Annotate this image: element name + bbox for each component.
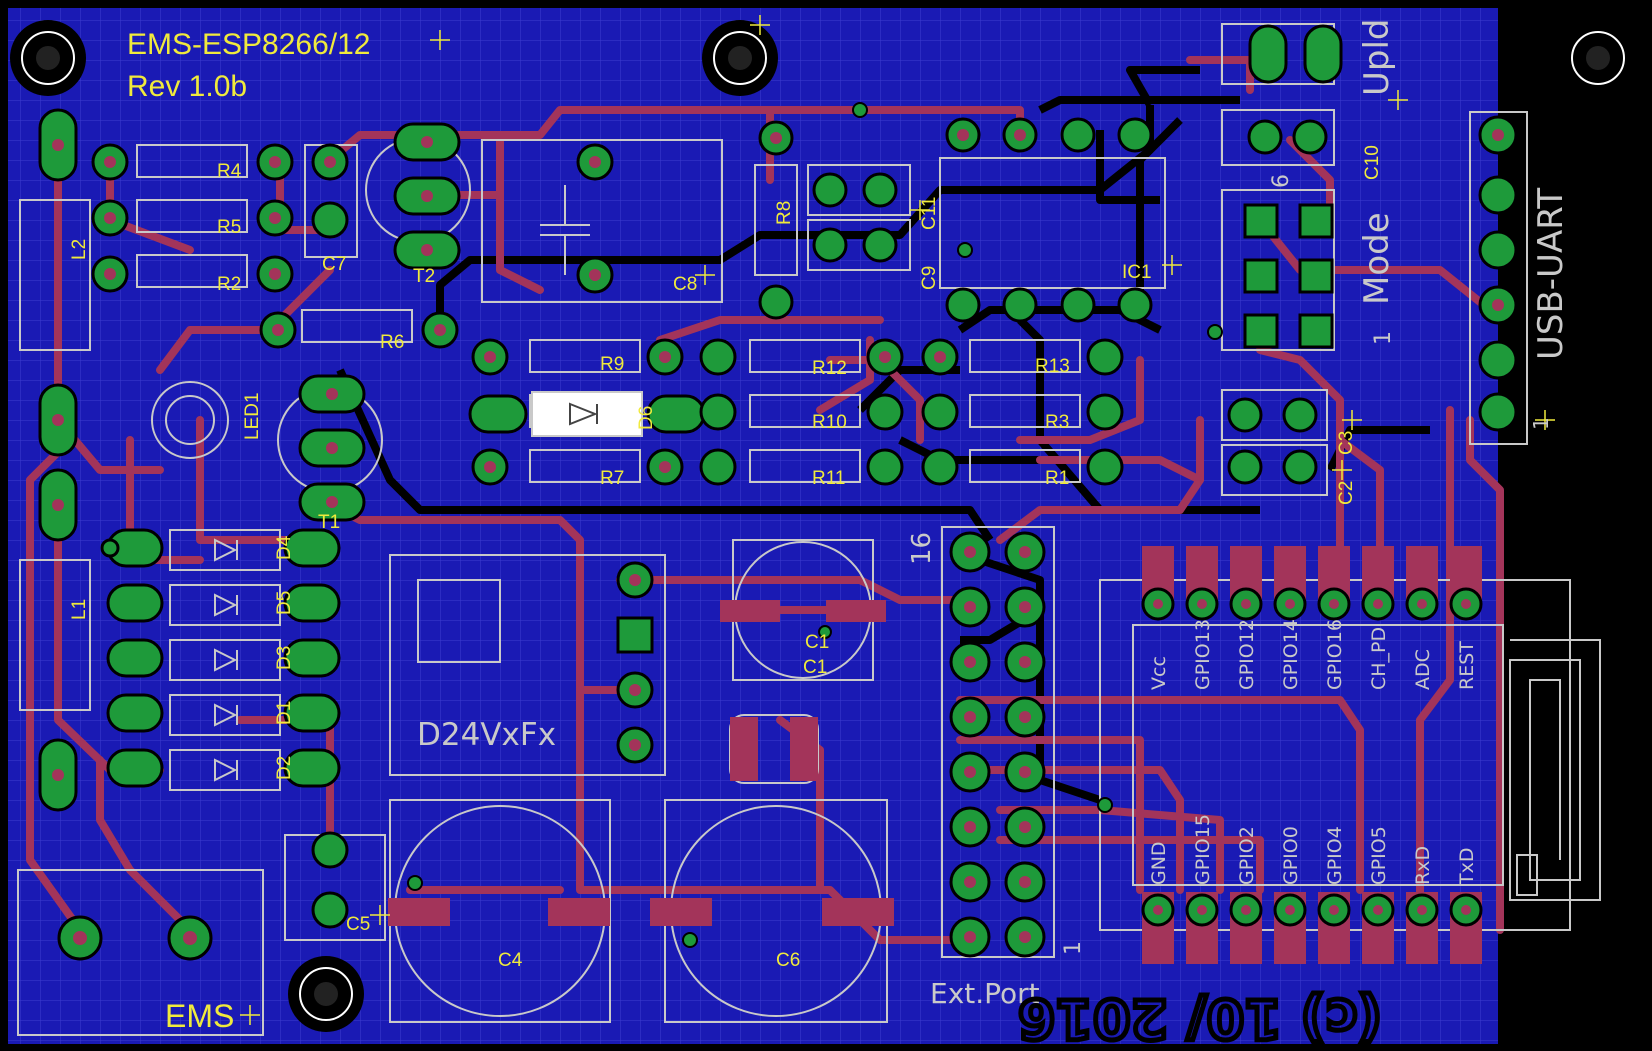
esp-pin-bottom-label: TxD [1456, 848, 1478, 886]
label-l1: L1 [69, 599, 90, 620]
label-r12: R12 [812, 358, 847, 379]
label-t1: T1 [318, 512, 340, 533]
pin-6-label: 6 [1269, 174, 1294, 188]
label-r2: R2 [217, 274, 241, 295]
label-c10: C10 [1362, 145, 1383, 180]
pin-16-label: 16 [907, 532, 937, 565]
smd-pads [388, 600, 894, 926]
label-t2: T2 [413, 266, 435, 287]
esp-pin-bottom-label: GPIO4 [1324, 826, 1346, 885]
label-c7: C7 [322, 254, 346, 275]
label-r6: R6 [380, 332, 404, 353]
copyright-label: (c) 10/ 2016 [1018, 987, 1382, 1050]
label-c8: C8 [673, 274, 697, 295]
round-pads [57, 115, 1518, 961]
label-r3: R3 [1045, 412, 1069, 433]
esp-pin-top-label: ADC [1412, 649, 1434, 690]
label-d4: D4 [274, 535, 295, 560]
label-ic1: IC1 [1122, 262, 1152, 283]
label-d6: D6 [636, 406, 657, 430]
label-c9: C9 [919, 266, 940, 290]
label-c11: C11 [919, 197, 940, 230]
label-c5: C5 [346, 914, 370, 935]
label-c3: C3 [1336, 431, 1357, 455]
label-d3: D3 [274, 646, 295, 670]
label-c1-b: C1 [803, 657, 827, 678]
label-r7: R7 [600, 468, 624, 489]
usb-pin-1-label: 1 [1529, 417, 1553, 430]
esp-pin-bottom-label: GPIO0 [1280, 826, 1302, 885]
label-r8: R8 [774, 201, 795, 225]
upld-label: Upld [1357, 19, 1397, 97]
board-title: EMS-ESP8266/12 [127, 28, 370, 61]
vias [407, 102, 1223, 948]
esp-pin-top-label: GPIO12 [1236, 619, 1258, 690]
label-c4: C4 [498, 950, 523, 971]
ext-port-label: Ext.Port [930, 977, 1040, 1010]
esp-pin-top-label: GPIO13 [1192, 619, 1214, 690]
label-r9: R9 [600, 354, 624, 375]
esp-pin-top-label: Vcc [1148, 656, 1170, 690]
label-l2: L2 [69, 239, 90, 260]
esp-pin-bottom-label: GPIO2 [1236, 826, 1258, 885]
label-r1: R1 [1045, 468, 1069, 489]
mounting-holes [10, 20, 1636, 1032]
label-d5: D5 [274, 591, 295, 615]
label-c2: C2 [1336, 481, 1357, 505]
regulator-label: D24VxFx [417, 717, 556, 753]
esp-pin-top-label: CH_PD [1368, 627, 1390, 690]
label-r13: R13 [1035, 356, 1070, 377]
origin-markers [240, 15, 1555, 1025]
pin-1-label: 1 [1061, 941, 1086, 955]
esp-pin-bottom-label: GND [1148, 841, 1170, 885]
square-pads [616, 203, 1334, 654]
esp-module-pads [1141, 546, 1483, 964]
esp-pin-bottom-label: GPIO5 [1368, 826, 1390, 885]
pad-holes [52, 129, 1504, 945]
mode-pin-1-label: 1 [1371, 331, 1396, 345]
label-d2: D2 [274, 756, 295, 780]
esp-pin-top-label: GPIO16 [1324, 619, 1346, 690]
label-c1-a: C1 [805, 632, 829, 653]
usb-uart-label: USB-UART [1531, 188, 1571, 360]
ems-connector-label: EMS [165, 998, 234, 1034]
board-revision: Rev 1.0b [127, 70, 247, 103]
esp-pin-bottom-label: RxD [1412, 846, 1434, 885]
ext-port-header [949, 531, 1046, 958]
label-r4: R4 [217, 161, 242, 182]
mode-label: Mode [1357, 212, 1397, 305]
esp-pin-bottom-label: GPIO15 [1192, 814, 1214, 885]
label-r5: R5 [217, 217, 241, 238]
label-led1: LED1 [242, 392, 263, 440]
label-r11: R11 [812, 468, 845, 489]
label-d1: D1 [274, 701, 295, 725]
esp-pin-top-label: GPIO14 [1280, 619, 1302, 690]
esp-pin-top-label: REST [1456, 641, 1478, 690]
diode-symbols [214, 391, 643, 782]
label-c6: C6 [776, 950, 800, 971]
label-r10: R10 [812, 412, 847, 433]
